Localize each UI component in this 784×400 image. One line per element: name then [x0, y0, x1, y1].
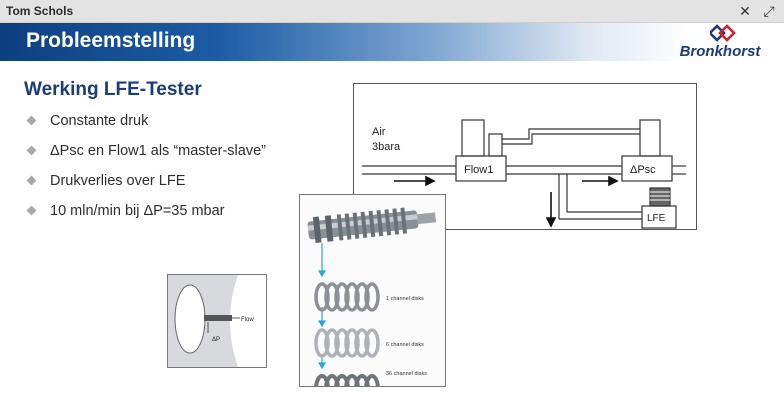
section-dp-label: ΔP [212, 337, 220, 343]
bullet-text: 10 mln/min bij ΔP=35 mbar [50, 203, 225, 219]
bullet-item: 10 mln/min bij ΔP=35 mbar [26, 203, 266, 233]
disks-label-36: 36 channel disks [386, 371, 427, 377]
bullet-text: ΔPsc en Flow1 als “master-slave” [50, 143, 266, 159]
section-drawing: Flow ΔP [168, 275, 254, 367]
slide: Probleemstelling Bronkhorst Werking LFE-… [0, 23, 784, 400]
bullet-text: Constante druk [50, 113, 149, 129]
bullet-list: Constante druk ΔPsc en Flow1 als “master… [26, 113, 266, 233]
slide-subtitle: Werking LFE-Tester [24, 79, 202, 100]
window-title: Tom Schols [6, 4, 74, 18]
slide-header: Probleemstelling Bronkhorst [0, 23, 784, 61]
bullet-diamond-icon [26, 205, 37, 216]
diagram-lfe-label: LFE [647, 213, 666, 224]
bullet-diamond-icon [26, 175, 37, 186]
slide-title: Probleemstelling [26, 29, 196, 52]
diagram-dpsc-label: ΔPsc [630, 164, 656, 176]
logo: Bronkhorst [670, 23, 770, 61]
section-flow-label: Flow [241, 317, 254, 323]
bullet-item: Constante druk [26, 113, 266, 143]
diagram-pressure-label: 3bara [372, 141, 401, 153]
diagram-drawing: Air 3bara Flow1 ΔPsc LFE [362, 119, 686, 229]
disks-label-1: 1 channel disks [386, 296, 424, 302]
bullet-item: Drukverlies over LFE [26, 173, 266, 203]
disks-drawing: 1 channel disks 6 channel disks 36 chann… [307, 207, 437, 400]
bullet-diamond-icon [26, 145, 37, 156]
close-icon[interactable]: ✕ [739, 3, 751, 19]
logo-text: Bronkhorst [679, 43, 761, 60]
bullet-item: ΔPsc en Flow1 als “master-slave” [26, 143, 266, 173]
lfe-disks-image: 1 channel disks 6 channel disks 36 chann… [299, 194, 446, 400]
disks-label-6: 6 channel disks [386, 342, 424, 348]
diagram-air-label: Air [372, 126, 386, 138]
bullet-diamond-icon [26, 115, 37, 126]
bullet-text: Drukverlies over LFE [50, 173, 186, 189]
logo-mark-icon [710, 24, 736, 42]
diagram-flow1-label: Flow1 [464, 164, 493, 176]
expand-icon[interactable]: ⤢ [763, 3, 775, 19]
channel-section-image: Flow ΔP [167, 274, 267, 368]
title-bar: Tom Schols ✕ ⤢ [0, 0, 784, 23]
